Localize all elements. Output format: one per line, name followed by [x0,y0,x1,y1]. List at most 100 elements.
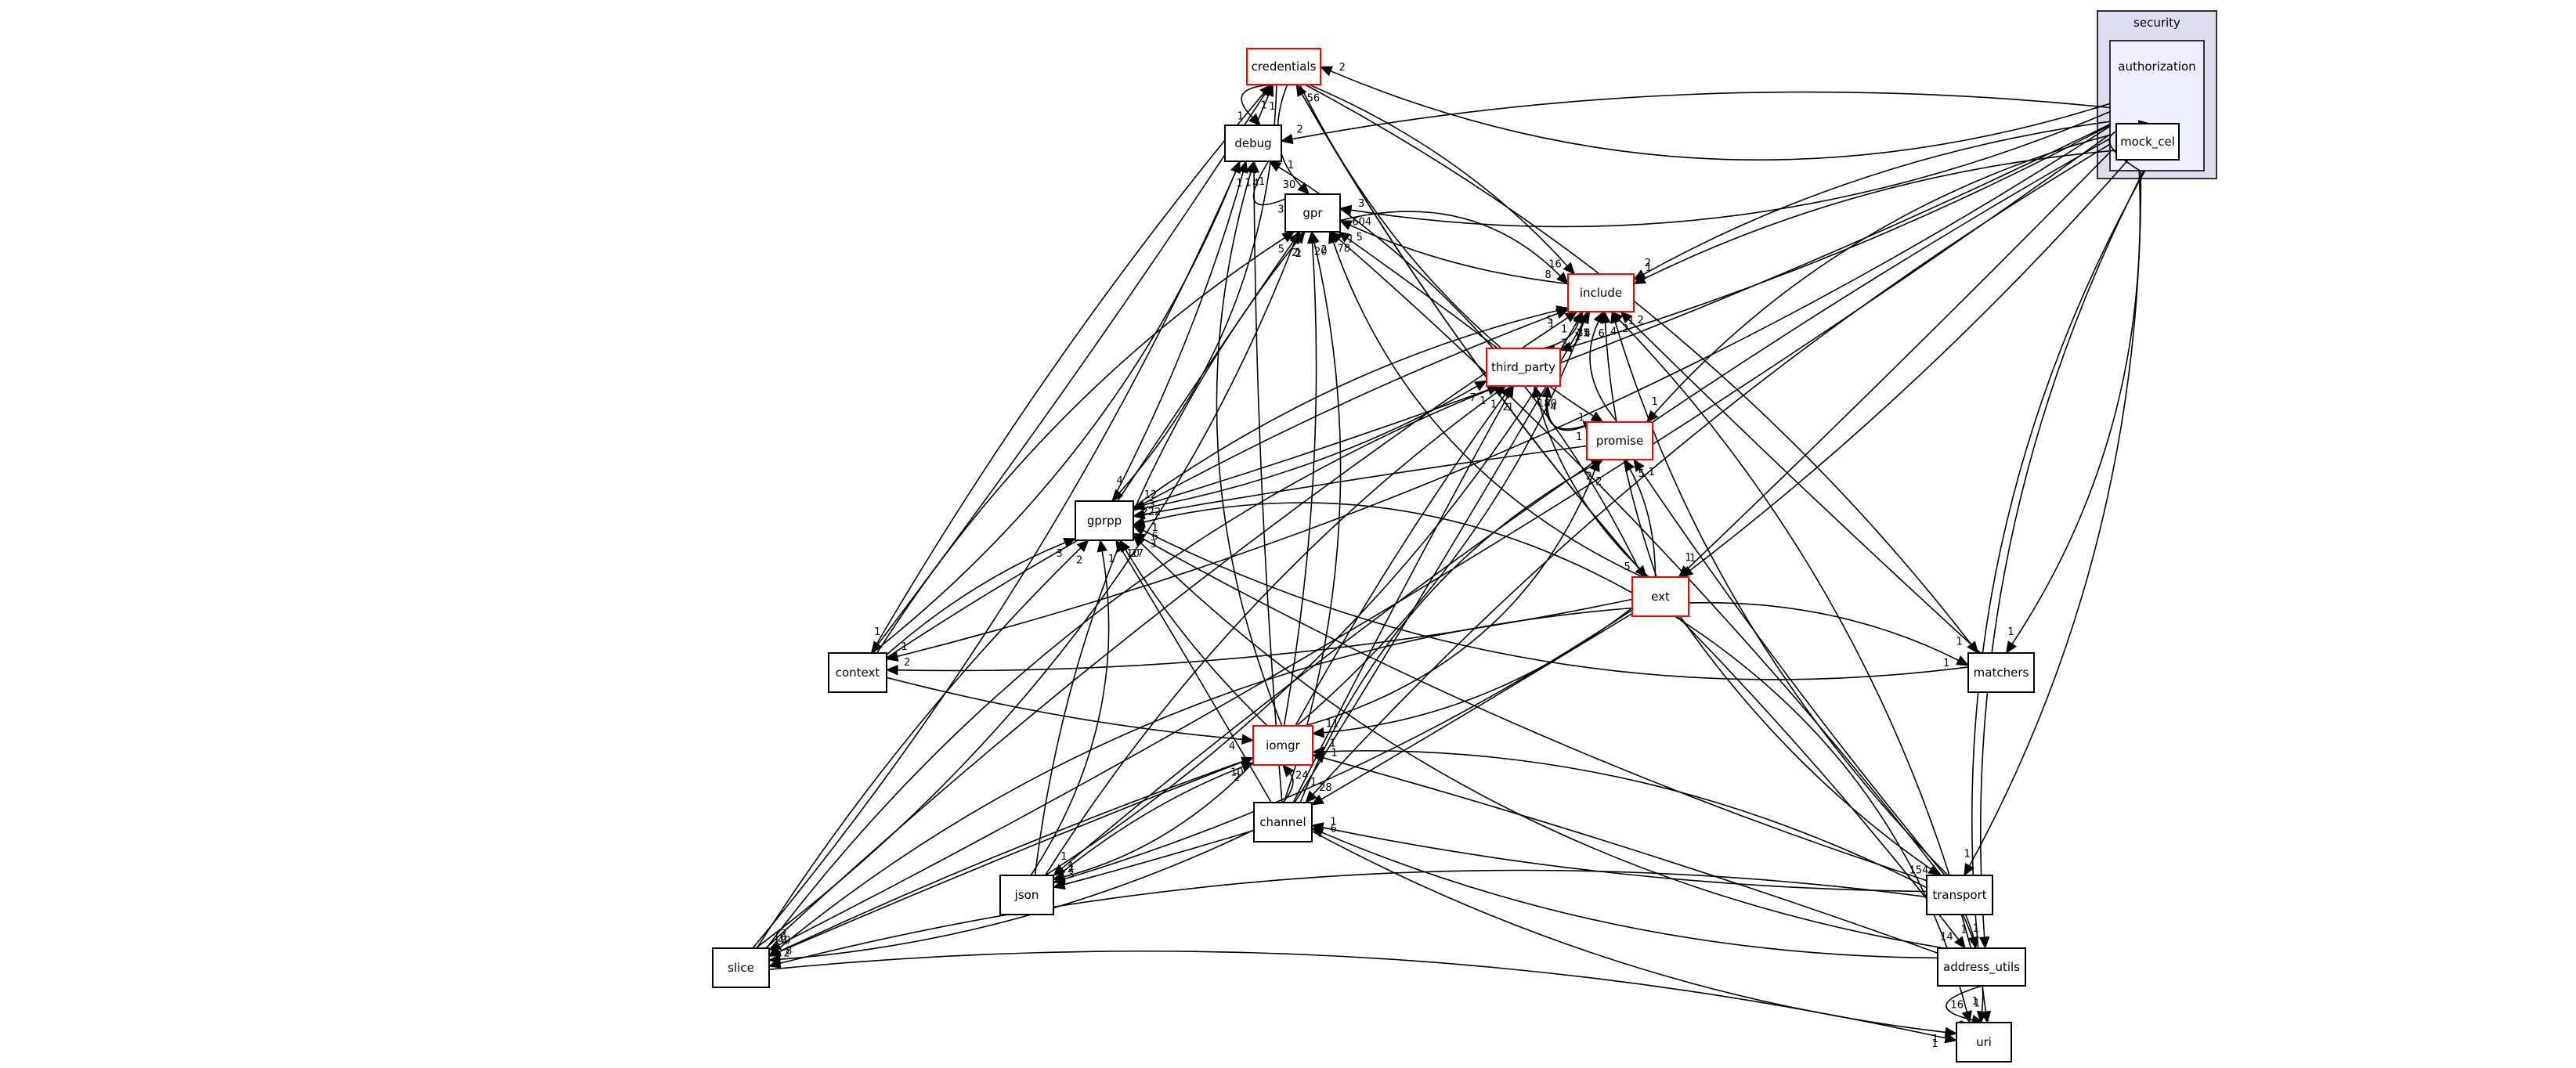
edge-count-label[interactable]: 56 [1307,93,1321,105]
edge-count-label[interactable]: 1 [1330,816,1336,828]
node-context[interactable]: context [828,652,887,693]
edge-count-label[interactable]: 3 [1358,198,1364,210]
edge-count-label[interactable]: 2 [904,657,910,669]
node-box[interactable] [1567,273,1635,312]
edge-count-label[interactable]: 1 [1295,247,1301,259]
edge-count-label[interactable]: 1 [1577,328,1583,340]
node-slice[interactable]: slice [712,947,770,988]
node-box[interactable] [1956,1022,2012,1063]
edge-count-label[interactable]: 2 [1502,402,1508,413]
edge-count-label[interactable]: 1 [1943,658,1949,669]
edge-count-label[interactable]: 1 [1060,851,1067,863]
edge-count-label[interactable]: 2 [1292,247,1298,259]
node-box[interactable] [1937,947,2026,987]
cluster-label[interactable]: authorization [2118,60,2195,74]
edge-count-label[interactable]: 2 [1068,864,1074,875]
edge-count-label[interactable]: 222 [1141,507,1161,518]
node-label[interactable]: matchers [1974,666,2029,680]
edge-count-label[interactable]: 4 [1584,328,1591,340]
edge-count-label[interactable]: 1 [1964,848,1970,860]
edge-count-label[interactable]: 4 [1610,326,1617,337]
node-box[interactable] [1224,124,1282,162]
node-box[interactable] [1967,652,2035,693]
edge-count-label[interactable]: 6 [1151,531,1158,543]
node-promise[interactable]: promise [1586,421,1653,460]
node-label[interactable]: gpr [1302,206,1323,220]
edge-count-label[interactable]: 2 [1595,476,1602,488]
edge-count-label[interactable]: 1 [1956,637,1962,648]
edge-count-label[interactable]: 1 [901,641,908,653]
node-address-utils[interactable]: address_utils [1937,947,2026,987]
edge-count-label[interactable]: 2 [784,948,790,960]
edge-count-label[interactable]: 8 [786,945,792,957]
node-box[interactable] [1252,725,1313,766]
edge-count-label[interactable]: 1 [1548,319,1555,330]
edge-count-label[interactable]: 1 [1646,262,1652,274]
node-credentials[interactable]: credentials [1246,48,1321,85]
edge-count-label[interactable]: 1 [1331,747,1338,759]
edge-count-label[interactable]: 1 [1685,552,1691,564]
edge-count-label[interactable]: 604 [1352,216,1371,228]
edge-count-label[interactable]: 1 [1237,111,1244,123]
edge-count-label[interactable]: 2 [1295,248,1302,260]
edge-count-label[interactable]: 1 [1269,101,1275,113]
edge-count-label[interactable]: 2 [1297,124,1303,136]
edge-count-label[interactable]: 8 [1545,269,1551,281]
node-box[interactable] [1284,193,1341,233]
cluster-label[interactable]: security [2133,16,2180,30]
node-box[interactable] [1926,875,1993,915]
edge-count-label[interactable]: 2 [1234,772,1240,784]
edge-count-label[interactable]: 6 [1331,824,1337,835]
edge-count-label[interactable]: 4 [1116,475,1122,487]
node-box[interactable] [1486,348,1561,387]
edge-count-label[interactable]: 14 [1940,932,1953,944]
edge-count-label[interactable]: 28 [1319,782,1332,794]
node-include[interactable]: include [1567,273,1635,312]
node-ext[interactable]: ext [1631,576,1689,617]
edge-count-label[interactable]: 2 [1586,471,1592,482]
node-label[interactable]: mock_cel [2120,135,2175,150]
node-third-party[interactable]: third_party [1486,348,1561,387]
node-label[interactable]: iomgr [1266,738,1300,752]
edge-count-label[interactable]: 1 [1152,522,1158,534]
edge-count-label[interactable]: 1 [1932,1034,1938,1045]
edge-count-label[interactable]: 180 [1537,399,1557,410]
edge-count-label[interactable]: 2 [1638,315,1644,327]
node-label[interactable]: uri [1976,1035,1992,1049]
node-label[interactable]: json [1014,888,1039,902]
node-label[interactable]: include [1580,286,1622,300]
edge-count-label[interactable]: 3 [1277,204,1284,215]
node-box[interactable] [1631,576,1689,617]
edge-count-label[interactable]: 1 [1068,861,1075,873]
edge-count-label[interactable]: 2 [1645,258,1651,269]
node-label[interactable]: slice [728,961,754,975]
edge-count-label[interactable]: 1 [1108,554,1115,565]
edge-count-label[interactable]: 1 [2007,626,2014,638]
node-box[interactable] [1253,802,1313,842]
edge-count-label[interactable]: 4 [1229,741,1235,752]
node-uri[interactable]: uri [1956,1022,2012,1063]
node-label[interactable]: context [836,666,880,680]
edge-count-label[interactable]: 1 [1348,234,1354,246]
edge-count-label[interactable]: 1 [1974,998,1980,1010]
edge-count-label[interactable]: 40 [778,935,791,947]
node-label[interactable]: promise [1596,434,1643,448]
node-debug[interactable]: debug [1224,124,1282,162]
edge-count-label[interactable]: 1 [1972,996,1978,1008]
edge-count-label[interactable]: 1 [1931,1038,1938,1050]
edge-count-label[interactable]: 1 [1689,553,1696,565]
edge-count-label[interactable]: 1 [1628,316,1635,327]
edge-count-label[interactable]: 2 [1076,554,1082,566]
edge-count-label[interactable]: 1 [1236,178,1242,189]
node-box[interactable] [1246,48,1321,85]
edge-count-label[interactable]: 1 [1578,413,1584,424]
edge-count-label[interactable]: 2 [1339,62,1346,74]
edge-count-label[interactable]: 3 [1068,869,1074,881]
node-channel[interactable]: channel [1253,802,1313,842]
edge-count-label[interactable]: 4 [1550,402,1556,413]
node-label[interactable]: address_utils [1943,960,2020,975]
edge-count-label[interactable]: 10 [1230,767,1244,778]
edge-count-label[interactable]: 5 [1547,315,1553,327]
node-matchers[interactable]: matchers [1967,652,2035,693]
edge-count-label[interactable]: 1 [1490,399,1497,410]
